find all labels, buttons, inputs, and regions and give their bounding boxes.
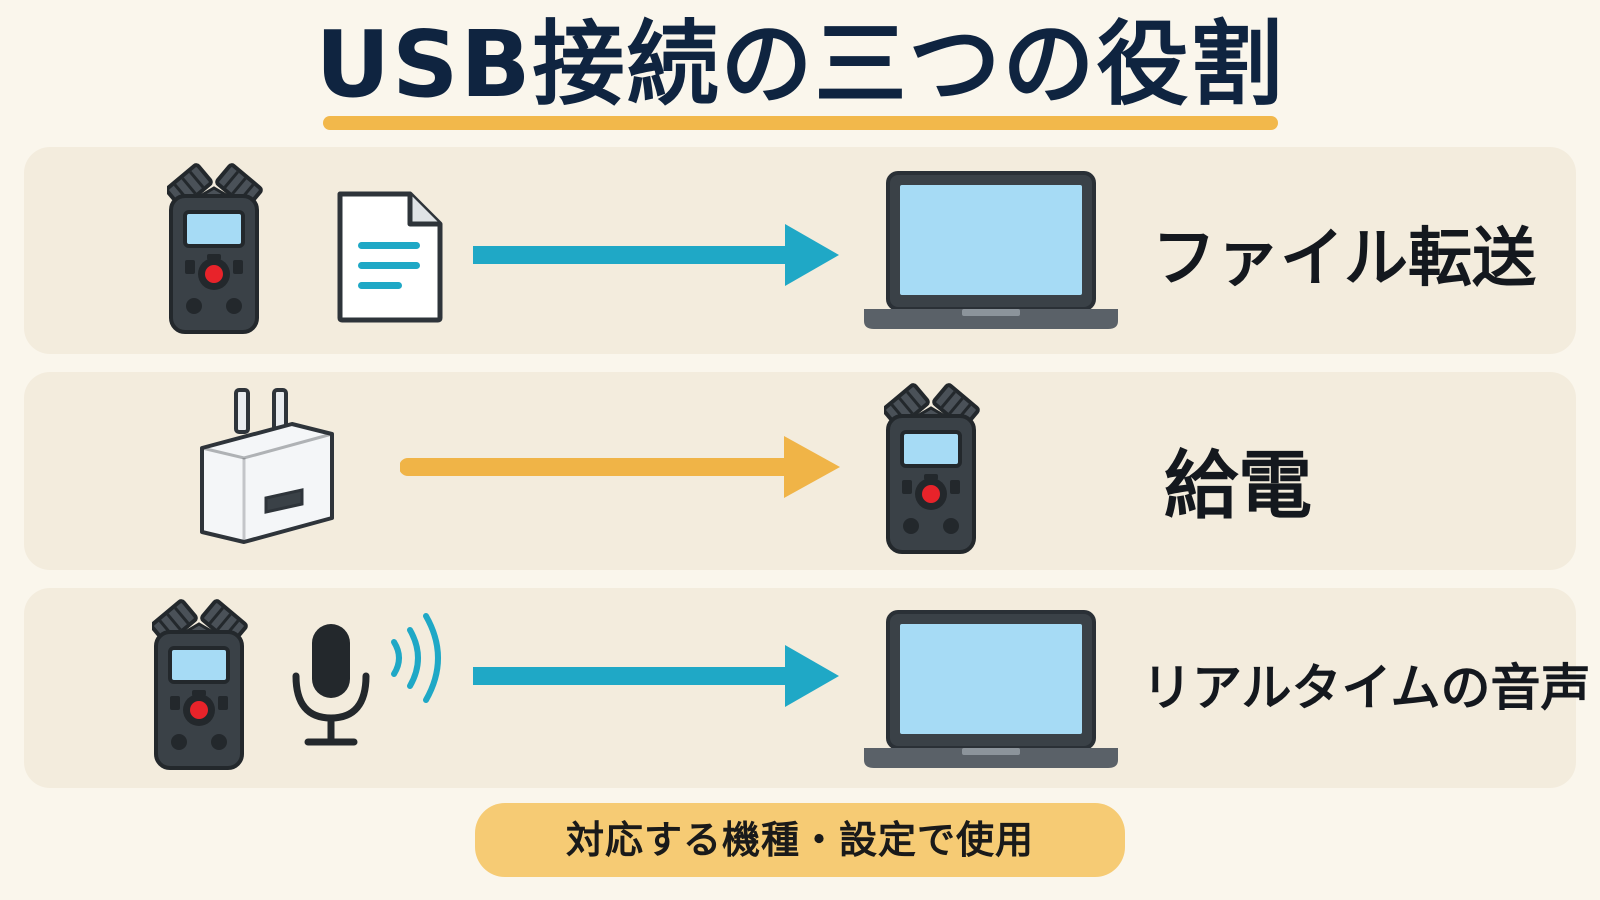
row-label-realtime-audio: リアルタイムの音声: [1142, 659, 1591, 717]
usage-note-badge: 対応する機種・設定で使用: [475, 803, 1125, 877]
row-label-file-transfer: ファイル転送: [1152, 222, 1536, 296]
laptop-icon: [862, 171, 1120, 331]
recorder-icon: [167, 161, 263, 334]
title-underline: [323, 116, 1278, 130]
arrow-teal-icon: [473, 224, 839, 286]
document-icon: [337, 191, 443, 323]
row-realtime-audio: リアルタイムの音声: [24, 588, 1591, 788]
recorder-icon: [884, 381, 980, 554]
power-adapter-icon: [200, 388, 334, 544]
page-title: USB接続の三つの役割: [315, 11, 1285, 118]
row-label-power-supply: 給電: [1164, 443, 1312, 529]
row-file-transfer: ファイル転送: [24, 147, 1576, 354]
sound-waves-icon: [391, 613, 441, 703]
arrow-orange-icon: [400, 436, 840, 498]
recorder-icon: [152, 597, 248, 770]
row-power-supply: 給電: [24, 372, 1576, 570]
microphone-icon: [292, 624, 370, 746]
laptop-icon: [862, 610, 1120, 770]
arrow-teal-icon: [473, 645, 839, 707]
